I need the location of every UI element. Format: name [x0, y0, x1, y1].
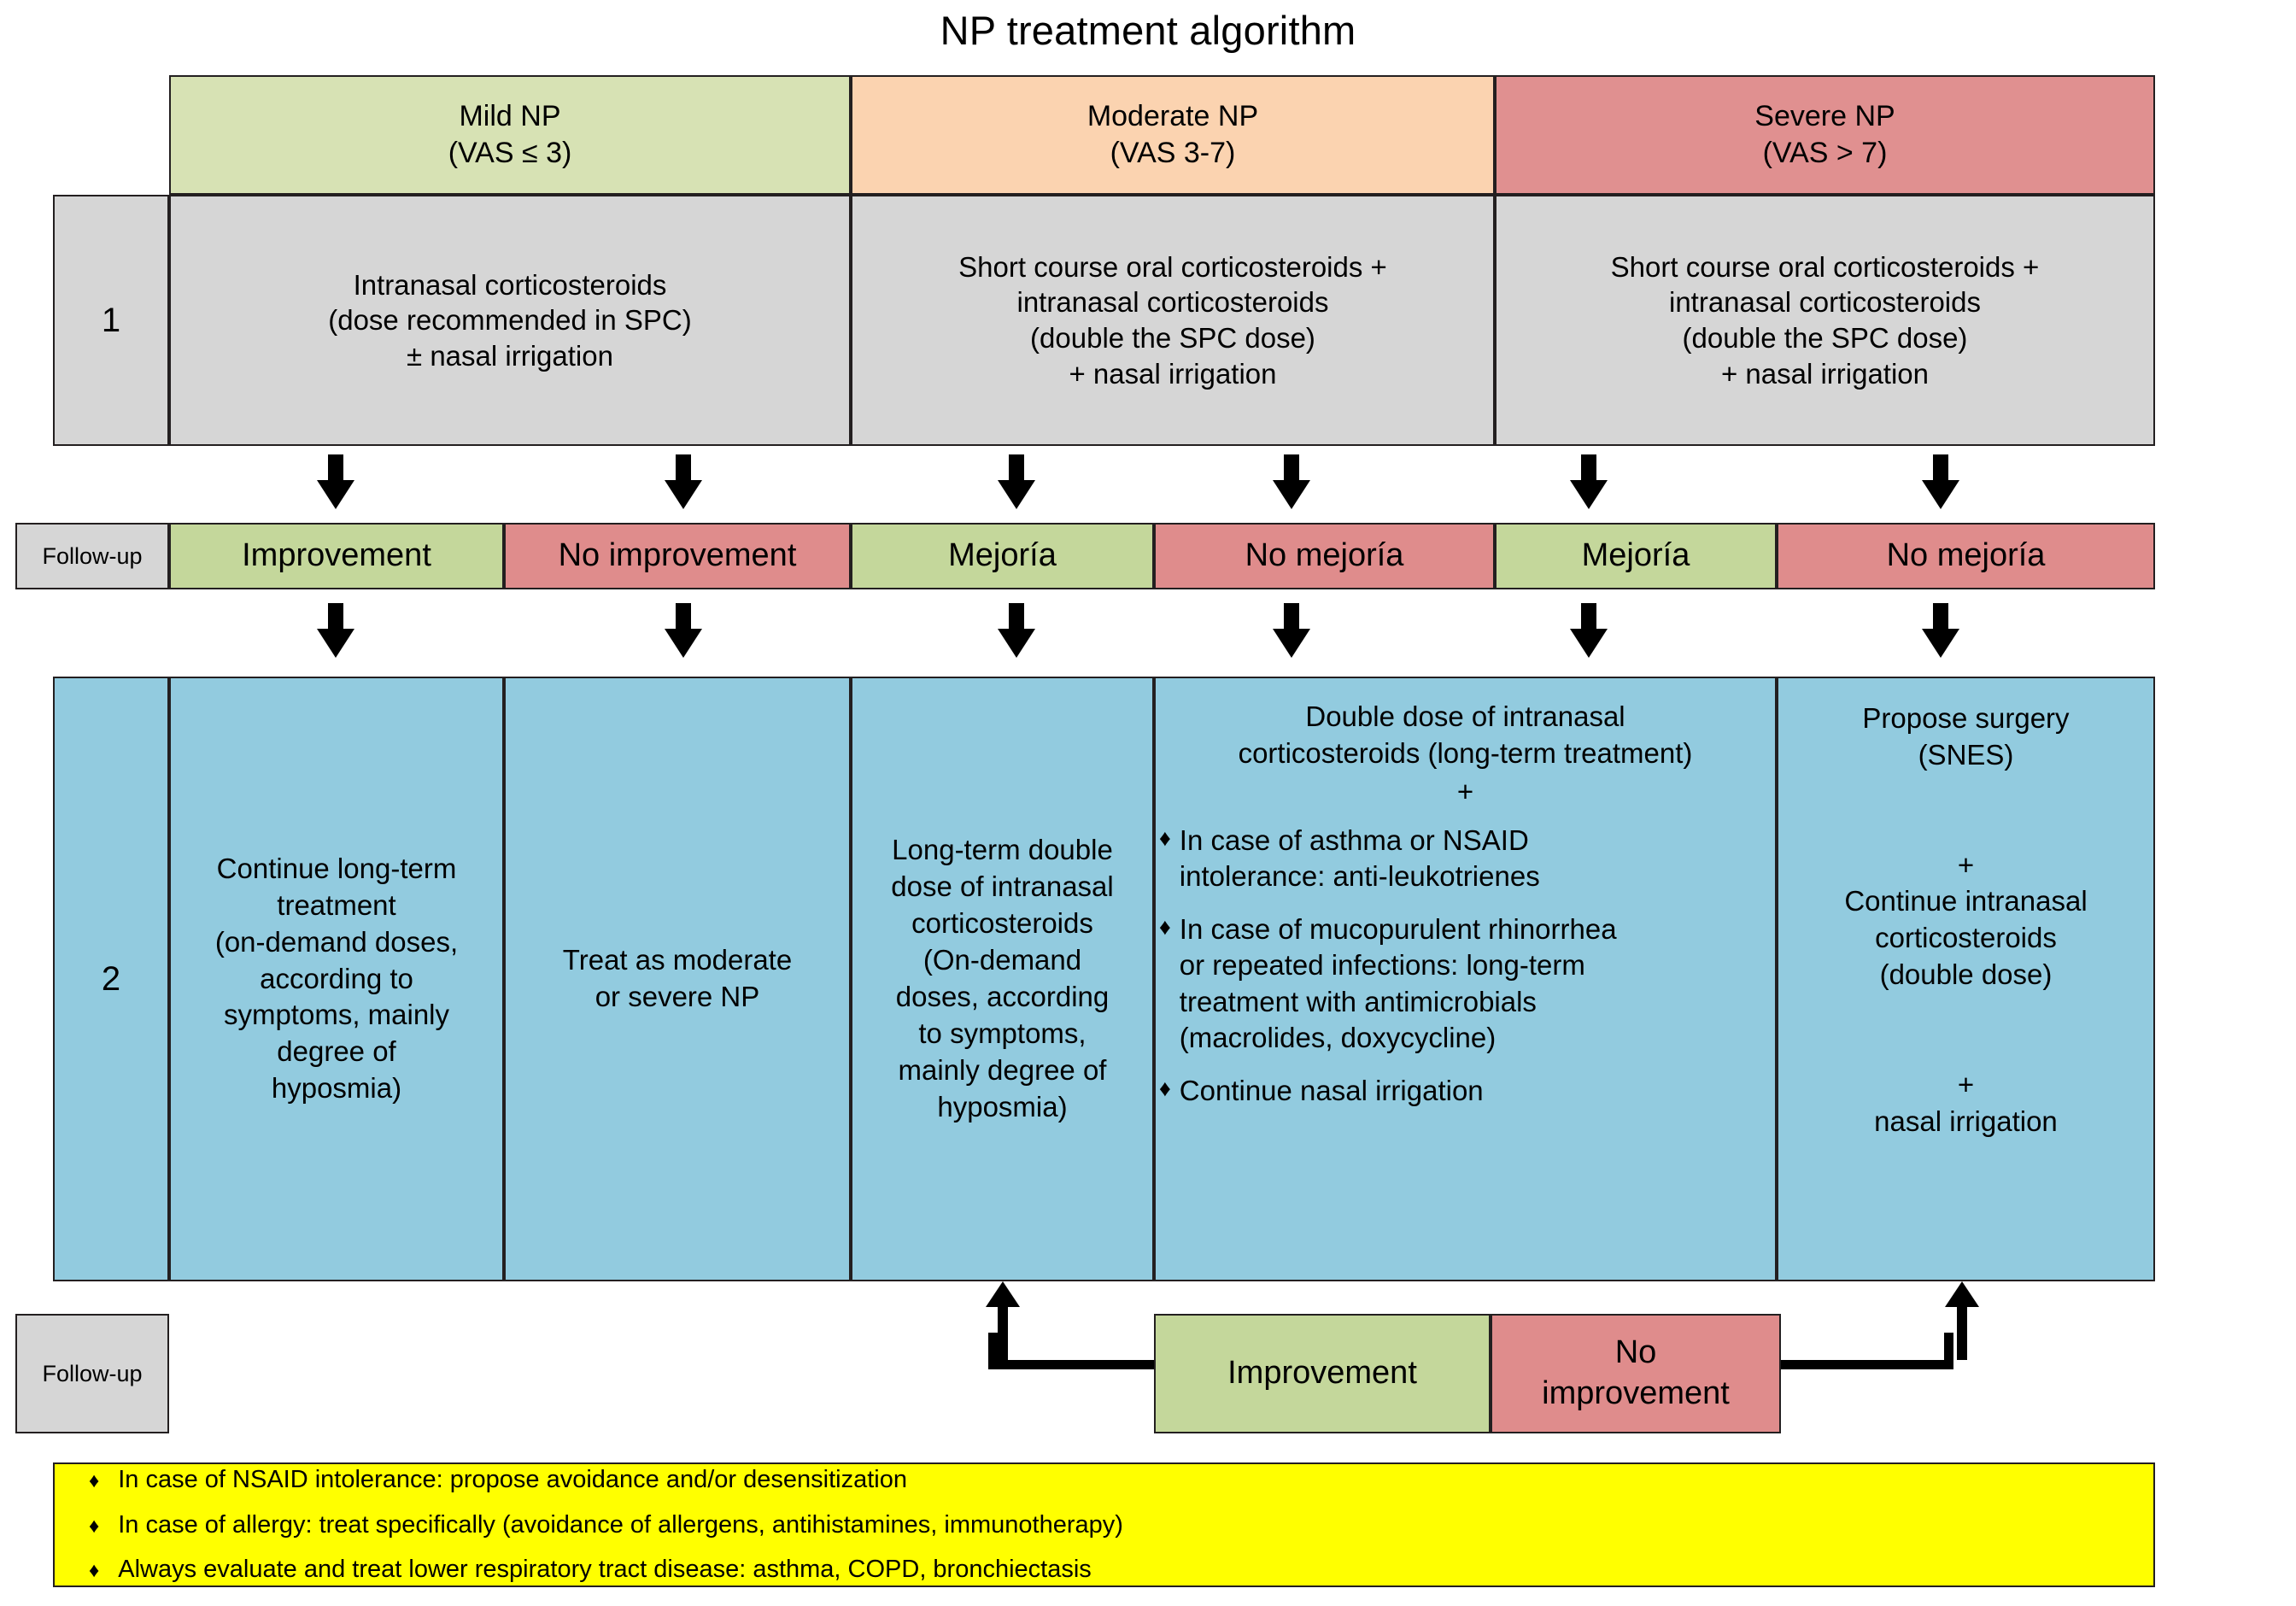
elbow-improvement-to-cell3-vertical	[988, 1333, 998, 1367]
diamond-bullet-icon: ♦	[1159, 1076, 1171, 1102]
followup-status-no-improvement-mild: No improvement	[504, 523, 851, 589]
arrow-down-followup-to-step2-5	[1570, 603, 1608, 658]
page-title: NP treatment algorithm	[940, 8, 1356, 53]
step2-cell4-bullet-nasal-irrigation: ♦ Continue nasal irrigation	[1159, 1073, 1772, 1109]
step2-cell-treat-as-moderate-or-severe: Treat as moderate or severe NP	[504, 677, 851, 1281]
step2-cell4-plus: +	[1456, 775, 1474, 807]
step2-cell-long-term-double-dose: Long-term double dose of intranasal cort…	[851, 677, 1154, 1281]
legend-item-nsaid: ♦ In case of NSAID intolerance: propose …	[89, 1457, 2119, 1503]
severity-header-mild: Mild NP (VAS ≤ 3)	[169, 75, 851, 195]
severity-vas-severe: (VAS > 7)	[1762, 137, 1888, 169]
arrow-down-followup-to-step2-1	[317, 603, 354, 658]
step2-cell-double-dose-bullets: Double dose of intranasal corticosteroid…	[1154, 677, 1777, 1281]
legend-notes-box: ♦ In case of NSAID intolerance: propose …	[53, 1462, 2155, 1587]
legend-item-3-text: Always evaluate and treat lower respirat…	[118, 1556, 1092, 1584]
arrow-down-step1-to-followup-3	[998, 454, 1035, 509]
severity-vas-mild: (VAS ≤ 3)	[448, 137, 572, 169]
step2-cell-continue-long-term: Continue long-term treatment (on-demand …	[169, 677, 504, 1281]
step1-treatment-mild: Intranasal corticosteroids (dose recomme…	[169, 195, 851, 446]
arrow-up-feedback-to-cell5	[1943, 1281, 1981, 1360]
step-number-1: 1	[53, 195, 169, 446]
followup-status-no-mejoria-moderate: No mejoría	[1154, 523, 1495, 589]
step2-cell4-bullet-asthma-nsaid: ♦ In case of asthma or NSAID intolerance…	[1159, 823, 1772, 894]
step2-cell4-bullet-2-text: In case of mucopurulent rhinorrhea or re…	[1179, 913, 1617, 1053]
step2-cell4-lead: Double dose of intranasal corticosteroid…	[1238, 700, 1693, 769]
severity-header-moderate: Moderate NP (VAS 3-7)	[851, 75, 1495, 195]
arrow-down-followup-to-step2-2	[665, 603, 702, 658]
arrow-up-feedback-to-cell3	[984, 1281, 1022, 1360]
severity-header-severe: Severe NP (VAS > 7)	[1495, 75, 2155, 195]
arrow-down-step1-to-followup-4	[1273, 454, 1310, 509]
diamond-bullet-icon: ♦	[1159, 824, 1171, 851]
step2-cell-propose-surgery: Propose surgery (SNES) + Continue intran…	[1777, 677, 2155, 1281]
followup2-status-improvement: Improvement	[1154, 1314, 1491, 1433]
severity-name-mild: Mild NP	[459, 100, 561, 133]
legend-item-lower-airway: ♦ Always evaluate and treat lower respir…	[89, 1547, 2119, 1592]
followup-label-1: Follow-up	[15, 523, 169, 589]
severity-vas-moderate: (VAS 3-7)	[1110, 137, 1236, 169]
arrow-down-step1-to-followup-5	[1570, 454, 1608, 509]
diamond-bullet-icon: ♦	[1159, 914, 1171, 941]
followup2-status-no-improvement: No improvement	[1491, 1314, 1781, 1433]
step1-treatment-moderate: Short course oral corticosteroids + intr…	[851, 195, 1495, 446]
elbow-no-improvement-to-cell5-vertical	[1944, 1333, 1953, 1367]
severity-name-severe: Severe NP	[1754, 100, 1895, 133]
step1-treatment-severe: Short course oral corticosteroids + intr…	[1495, 195, 2155, 446]
followup-status-mejoria-severe: Mejoría	[1495, 523, 1777, 589]
legend-item-1-text: In case of NSAID intolerance: propose av…	[118, 1465, 907, 1493]
arrow-down-step1-to-followup-2	[665, 454, 702, 509]
legend-item-2-text: In case of allergy: treat specifically (…	[118, 1510, 1123, 1539]
diamond-bullet-icon: ♦	[89, 1468, 100, 1492]
arrow-down-followup-to-step2-6	[1922, 603, 1959, 658]
arrow-down-followup-to-step2-3	[998, 603, 1035, 658]
arrow-down-step1-to-followup-6	[1922, 454, 1959, 509]
elbow-no-improvement-to-cell5-horizontal	[1781, 1360, 1953, 1369]
step-number-2: 2	[53, 677, 169, 1281]
legend-item-allergy: ♦ In case of allergy: treat specifically…	[89, 1503, 2119, 1548]
arrow-down-followup-to-step2-4	[1273, 603, 1310, 658]
severity-name-moderate: Moderate NP	[1086, 100, 1259, 133]
step2-cell4-bullet-3-text: Continue nasal irrigation	[1179, 1075, 1484, 1107]
diamond-bullet-icon: ♦	[89, 1559, 100, 1583]
step2-cell4-bullet-1-text: In case of asthma or NSAID intolerance: …	[1179, 824, 1540, 892]
followup-label-2: Follow-up	[15, 1314, 169, 1433]
step2-cell4-bullet-mucopurulent: ♦ In case of mucopurulent rhinorrhea or …	[1159, 911, 1772, 1056]
arrow-down-step1-to-followup-1	[317, 454, 354, 509]
followup-status-no-mejoria-severe: No mejoría	[1777, 523, 2155, 589]
elbow-improvement-to-cell3-horizontal	[988, 1360, 1155, 1369]
followup-status-improvement-mild: Improvement	[169, 523, 504, 589]
diamond-bullet-icon: ♦	[89, 1514, 100, 1538]
followup-status-mejoria-moderate: Mejoría	[851, 523, 1154, 589]
